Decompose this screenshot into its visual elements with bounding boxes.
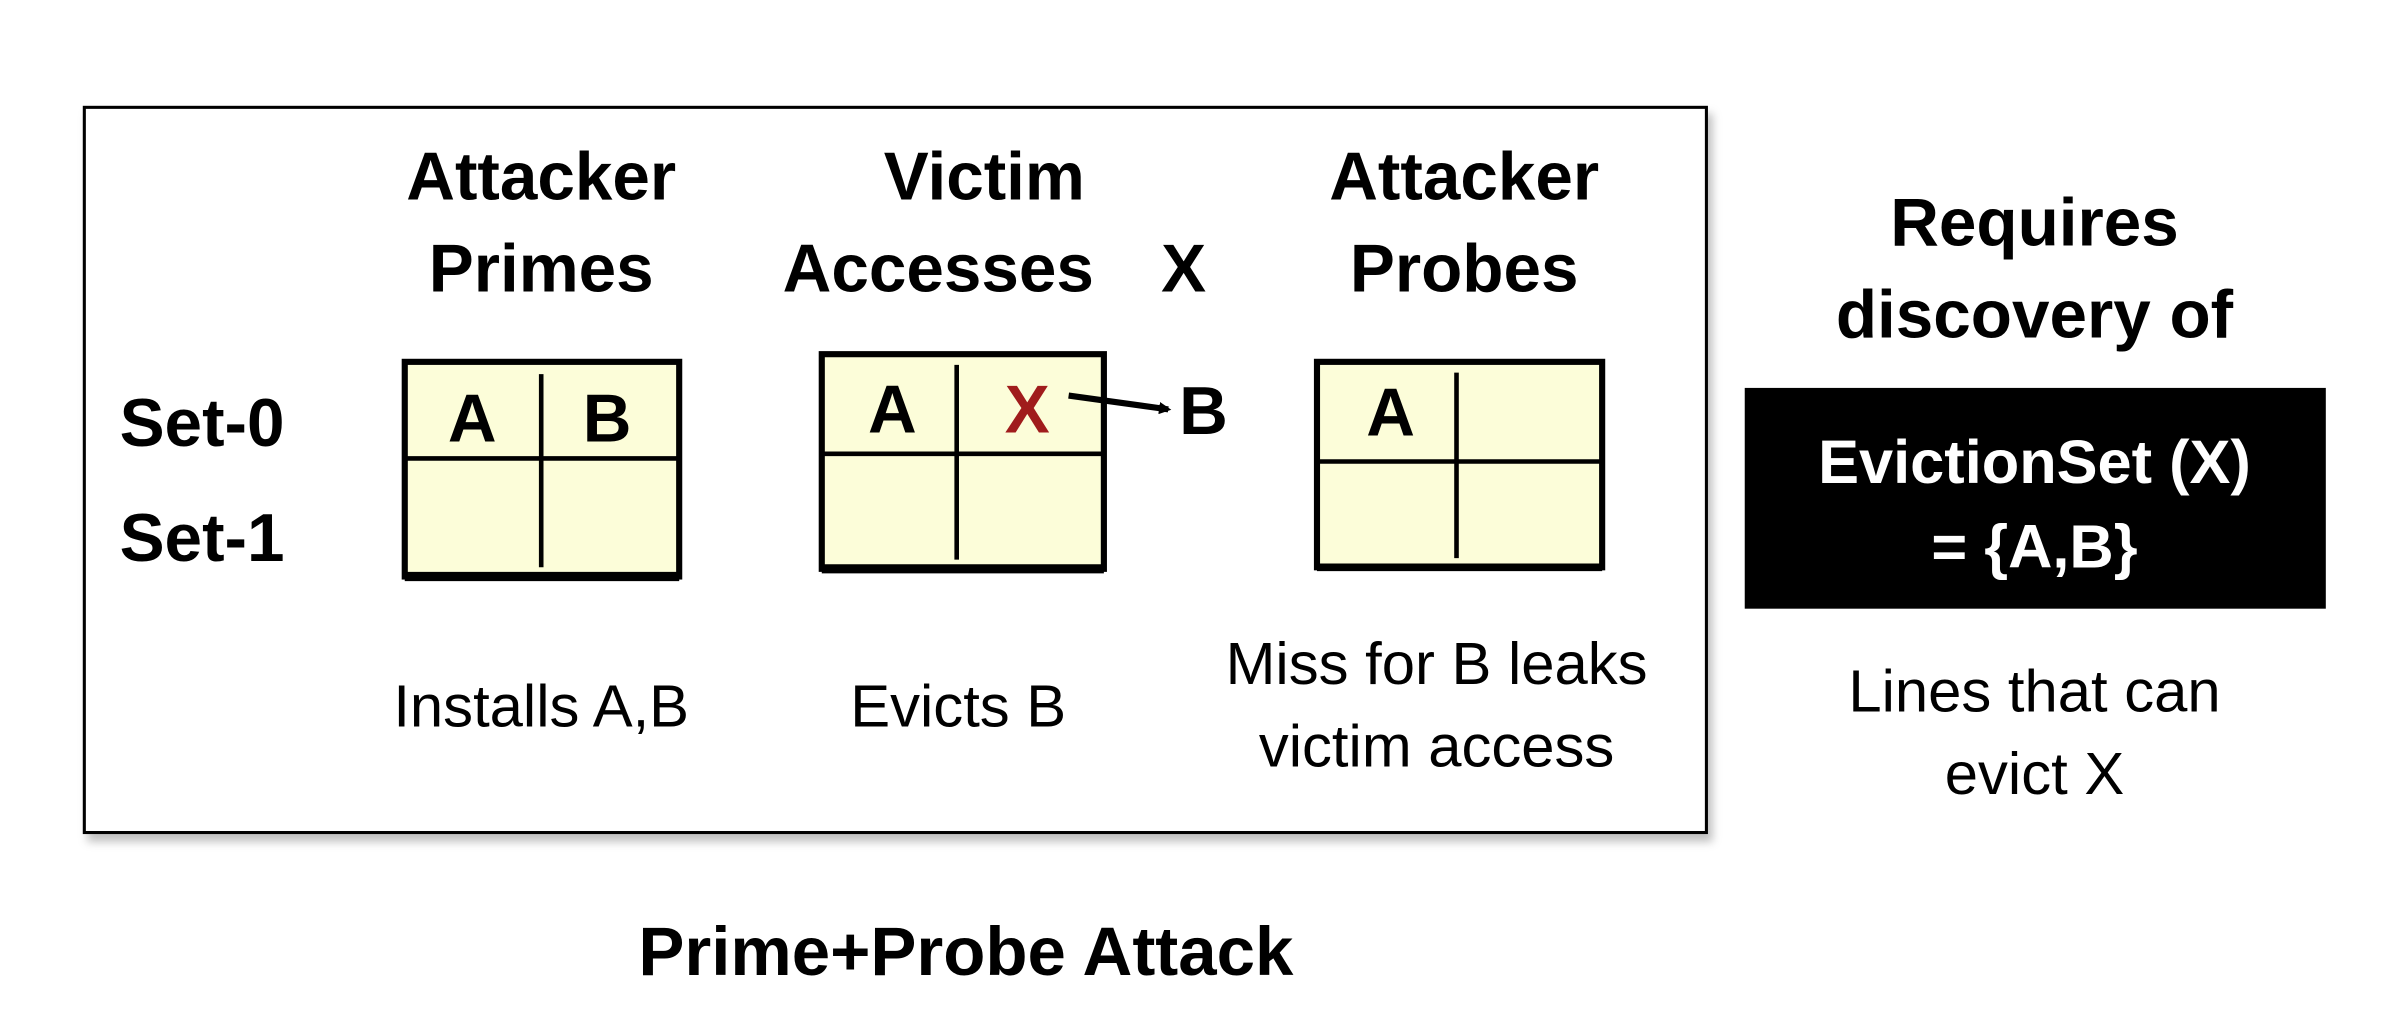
step-victim-caption: Evicts B <box>850 673 1066 740</box>
header-line: Probes <box>1350 231 1579 306</box>
step-probe-caption: Miss for B leaks <box>1226 630 1648 697</box>
header-accessed-line: X <box>1161 231 1206 306</box>
requirement-heading: discovery of <box>1836 277 2234 352</box>
requirement-heading: Requires <box>1890 185 2179 260</box>
eviction-set-label: EvictionSet (X) <box>1818 427 2251 496</box>
cache-grid-victim: A X B <box>818 351 1228 574</box>
cache-line-a: A <box>448 382 497 457</box>
cache-line-x: X <box>1005 372 1050 447</box>
requirement-caption: Lines that can <box>1848 657 2220 724</box>
cache-line-a: A <box>868 372 917 447</box>
step-probe-caption: victim access <box>1259 713 1614 780</box>
eviction-arrow <box>1068 392 1172 415</box>
step-prime-caption: Installs A,B <box>393 673 689 740</box>
requirement-caption: evict X <box>1945 740 2124 807</box>
cache-line-a: A <box>1366 375 1415 450</box>
eviction-set-value: = {A,B} <box>1931 511 2137 580</box>
step-prime-header: Attacker Primes <box>406 139 676 306</box>
eviction-set-box <box>1744 387 2326 609</box>
step-victim-header: Victim Accesses X <box>783 139 1206 306</box>
cache-grid-prime: A B <box>401 358 683 582</box>
cache-line-b: B <box>583 382 632 457</box>
cache-grid-probe: A <box>1313 358 1606 572</box>
header-line: Attacker <box>406 139 676 214</box>
header-line: Primes <box>429 231 654 306</box>
set-1-label: Set-1 <box>120 501 285 576</box>
evicted-line-b: B <box>1179 374 1228 449</box>
diagram-title: Prime+Probe Attack <box>638 913 1294 990</box>
header-line: Accesses <box>783 231 1094 306</box>
header-line: Attacker <box>1329 139 1599 214</box>
step-probe-header: Attacker Probes <box>1329 139 1599 306</box>
set-0-label: Set-0 <box>120 386 285 461</box>
header-line: Victim <box>884 139 1085 214</box>
